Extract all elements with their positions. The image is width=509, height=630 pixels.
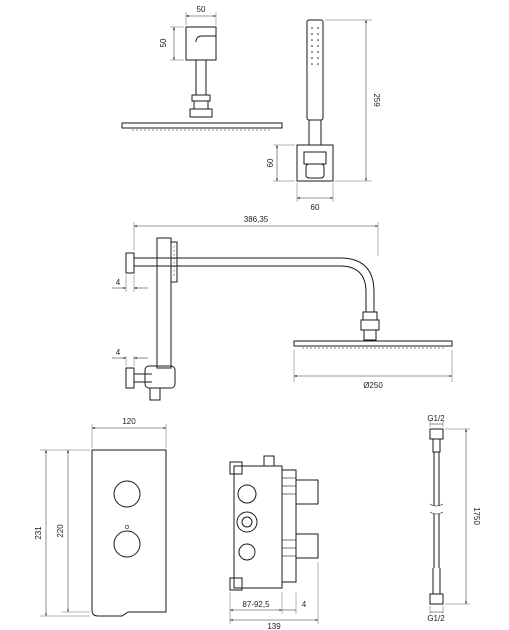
hose-bottom-nut [429, 593, 444, 605]
body-frame [281, 469, 297, 583]
dim-label: Ø250 [363, 381, 383, 390]
mixer-plate [91, 449, 167, 617]
cartridge-bottom [295, 533, 319, 559]
dim-label: 120 [122, 417, 136, 426]
side-hose-outlet [149, 388, 161, 401]
thermostat-front-view: 120 231 220 [34, 417, 167, 617]
hose-bottom-ferrule [432, 568, 441, 595]
ceiling-nut-1 [191, 94, 211, 102]
arm-nut [362, 311, 378, 321]
hand-shower-spray-dots [311, 27, 319, 65]
hose-top-nut [429, 428, 444, 440]
dim-label: G1/2 [427, 614, 445, 623]
side-holder [144, 365, 176, 389]
shower-arm [134, 257, 375, 312]
holder-pipe [134, 373, 152, 383]
hand-shower-view: 259 60 60 [266, 19, 381, 212]
hose-break-mark [429, 503, 444, 515]
dim-label: 4 [302, 600, 307, 609]
outlet-mid [236, 511, 258, 533]
hand-shower [306, 19, 324, 121]
dim-label: 139 [267, 622, 281, 630]
hose-view: G1/2 1750 G1/2 [427, 414, 481, 623]
dim-label: 4 [116, 278, 121, 287]
box-body [233, 465, 283, 589]
hose-top-ferrule [432, 439, 441, 453]
dim-label: 50 [159, 38, 168, 47]
arm-ball [363, 329, 377, 341]
corner-lug-tl [229, 461, 243, 475]
bottom-knob [113, 530, 141, 558]
outlet-mid-inner [241, 516, 253, 528]
dim-label: 220 [56, 524, 65, 538]
rain-head [293, 340, 453, 347]
ceiling-mount-block [185, 26, 217, 61]
hand-shower-handle [308, 120, 322, 145]
dim-label: 231 [34, 526, 43, 540]
hand-shower-side [170, 241, 178, 283]
outlet-bottom [238, 543, 256, 561]
ceiling-joint [189, 108, 213, 118]
cartridge-top [295, 479, 319, 505]
concealed-body-view: 87-92,5 4 139 [229, 455, 319, 630]
ceiling-nut-2 [193, 100, 209, 110]
vertical-rail [156, 237, 172, 369]
dim-label: G1/2 [427, 414, 445, 423]
dim-label: 259 [372, 93, 381, 107]
top-knob [113, 480, 141, 508]
outlet-top [237, 484, 257, 504]
holder-plate [296, 144, 334, 182]
dim-label: 60 [266, 158, 275, 167]
top-lug [263, 455, 275, 467]
dim-label: 386,35 [244, 215, 269, 224]
dim-label: 4 [116, 348, 121, 357]
dim-label: 1750 [472, 507, 481, 525]
dim-label: 87-92,5 [242, 600, 270, 609]
dim-label: 50 [197, 5, 206, 14]
knob-marker [124, 524, 130, 530]
wall-flange [125, 252, 135, 274]
wall-flange-lower [125, 367, 135, 389]
dim-label: 60 [311, 203, 320, 212]
holder-clip [303, 151, 327, 165]
hose-body [433, 452, 440, 568]
ceiling-shower-view: 50 50 [121, 5, 283, 131]
ceiling-arm [195, 35, 216, 95]
holder-connector [305, 163, 325, 179]
arm-joint [360, 319, 380, 331]
ceiling-shower-head [121, 122, 283, 129]
wall-arm-side-view: 386,35 4 4 Ø250 [112, 215, 453, 401]
corner-lug-bl [229, 577, 243, 591]
